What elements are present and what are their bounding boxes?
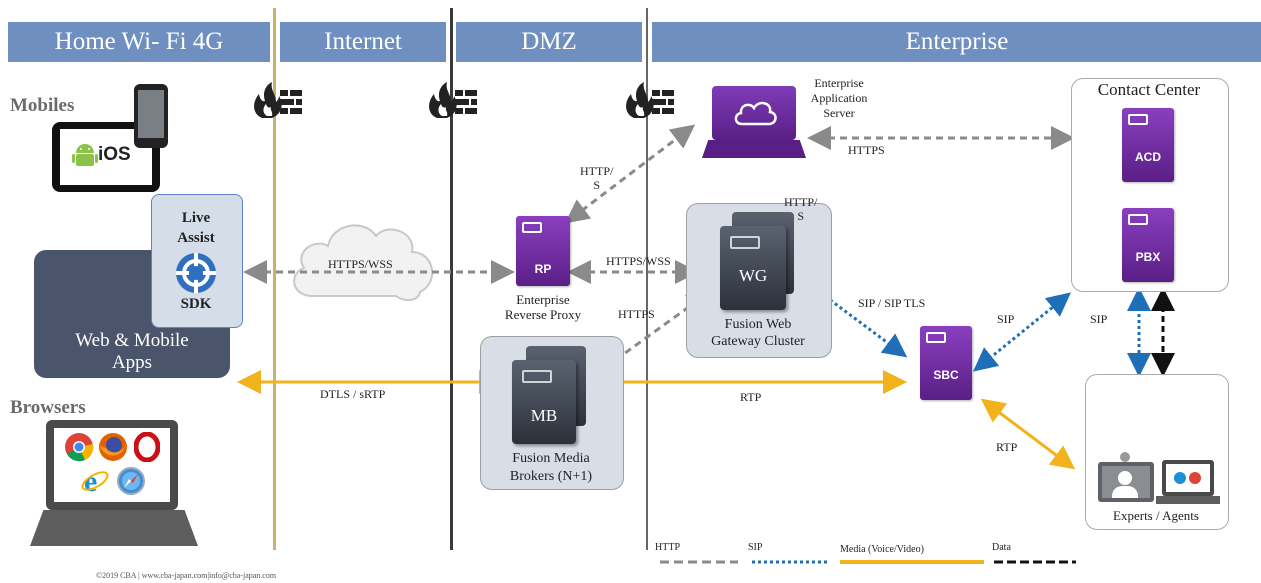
line-sbc-cc — [973, 292, 1071, 372]
wg-server: WG — [720, 226, 786, 310]
live-assist-icon — [176, 253, 216, 293]
firefox-icon — [99, 433, 127, 461]
chrome-icon — [65, 433, 94, 462]
line-rp-appserver — [564, 124, 696, 224]
app-server-base — [702, 140, 806, 158]
zone-dmz: DMZ — [456, 22, 642, 62]
browsers-heading: Browsers — [10, 397, 86, 418]
experts-box — [1085, 374, 1229, 530]
opera-icon — [134, 432, 160, 462]
legend-data-label: Data — [992, 542, 1011, 553]
phone-icon — [134, 84, 168, 148]
cloud-icon — [734, 101, 777, 126]
zone-internet: Internet — [280, 22, 446, 62]
app-server-laptop — [712, 86, 796, 140]
footer-copyright: ©2019 CBA | www.cba-japan.com|info@cba-j… — [96, 571, 277, 580]
line-sbc-experts — [980, 398, 1076, 470]
label-http-s-wg: HTTP/S — [784, 195, 818, 223]
label-https-wss-rp-wg: HTTPS/WSS — [606, 254, 671, 268]
firewall-icon — [429, 82, 477, 118]
webcam-icon — [1120, 452, 1130, 462]
safari-icon — [117, 467, 145, 495]
legend-sip-label: SIP — [748, 542, 763, 553]
agent-monitor-icon — [1098, 462, 1154, 502]
legend-http-label: HTTP — [655, 542, 680, 553]
laptop-base — [30, 510, 198, 546]
experts-label: Experts / Agents — [1113, 508, 1199, 523]
legend-media-label: Media (Voice/Video) — [840, 544, 924, 555]
label-sip-wg-sbc: SIP / SIP TLS — [858, 296, 926, 310]
zone-enterprise: Enterprise — [652, 22, 1261, 62]
ios-label: iOS — [98, 144, 131, 165]
agent-laptop-icon — [1162, 460, 1214, 496]
mb-server: MB — [512, 360, 576, 444]
agent-laptop-base — [1156, 496, 1220, 504]
mobiles-heading: Mobiles — [10, 95, 75, 116]
label-sip-sbc-cc: SIP — [997, 312, 1015, 326]
android-icon — [72, 144, 98, 166]
label-https-wss-cloud: HTTPS/WSS — [328, 257, 393, 271]
reverse-proxy-server: RP — [516, 216, 570, 286]
label-http-s-rp-app: HTTP/S — [580, 164, 614, 192]
zone-home-wifi: Home Wi- Fi 4G — [8, 22, 270, 62]
acd-server: ACD — [1122, 108, 1174, 182]
ie-icon: e — [81, 466, 109, 496]
sdk-label: SDK — [180, 296, 212, 312]
sbc-server: SBC — [920, 326, 972, 400]
contact-center-title: Contact Center — [1097, 80, 1201, 99]
label-https-app-cc: HTTPS — [848, 143, 885, 157]
firewall-icon — [626, 82, 674, 118]
label-https-mb-wg: HTTPS — [618, 307, 655, 321]
label-rtp-mb-sbc: RTP — [740, 390, 762, 404]
laptop-icon — [46, 420, 178, 510]
pbx-server: PBX — [1122, 208, 1174, 282]
firewall-icon — [254, 82, 302, 118]
label-rtp-sbc-experts: RTP — [996, 440, 1018, 454]
label-dtls: DTLS / sRTP — [320, 387, 386, 401]
label-sip-cc-experts: SIP — [1090, 312, 1108, 326]
